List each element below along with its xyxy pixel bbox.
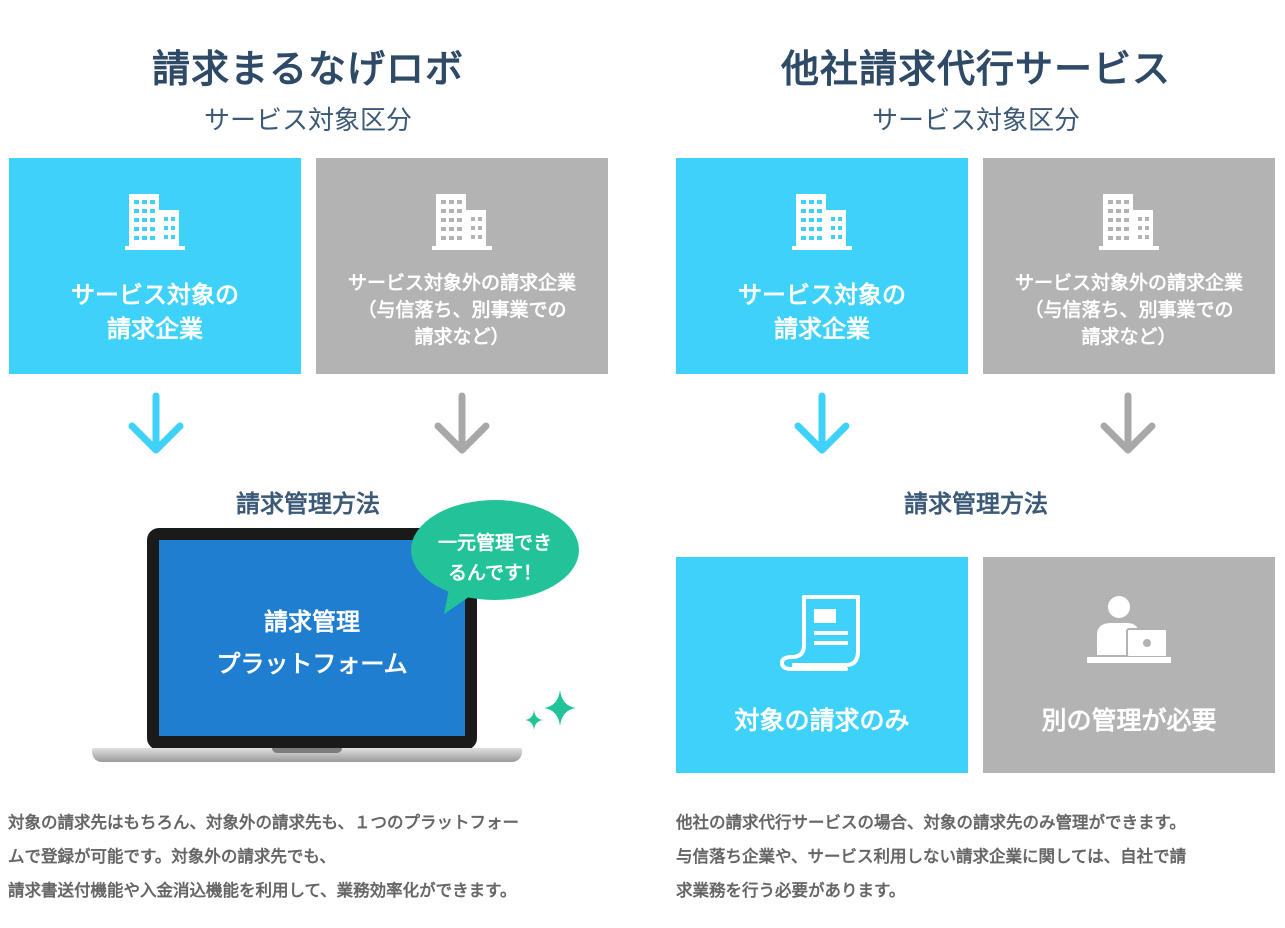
method-title: 請求管理方法 xyxy=(236,490,380,518)
speech-bubble-shape xyxy=(411,500,579,614)
separate-management-label: 別の管理が必要 xyxy=(1041,706,1217,735)
building-icon xyxy=(792,194,852,250)
arrow-down-icon xyxy=(1100,392,1156,454)
target-company-box: サービス対象の 請求企業 xyxy=(9,158,301,374)
laptop-base xyxy=(92,748,522,762)
building-icon xyxy=(1099,194,1159,250)
bubble-text: 一元管理でき xyxy=(437,532,552,554)
arrow-down-icon xyxy=(794,392,850,454)
platform-display: 請求管理 プラットフォーム xyxy=(159,540,465,736)
nontarget-company-label: サービス対象外の請求企業 （与信落ち、別事業での 請求など） xyxy=(347,272,576,348)
other-service-column: 他社請求代行サービス サービス対象区分 サービス対象の 請求企業 xyxy=(676,0,1276,928)
target-only-label: 対象の請求のみ xyxy=(734,706,910,735)
laptop-notch xyxy=(272,748,342,753)
robo-description: 対象の請求先はもちろん、対象外の請求先も、１つのプラットフォー ムで登録が可能で… xyxy=(8,813,520,900)
speech-bubble: 一元管理でき るんです！ xyxy=(410,498,580,616)
nontarget-company-box: サービス対象外の請求企業 （与信落ち、別事業での 請求など） xyxy=(316,158,608,374)
platform-text: プラットフォーム xyxy=(216,650,408,678)
platform-text: 請求管理 xyxy=(264,608,360,636)
target-company-label: サービス対象の 請求企業 xyxy=(738,281,906,343)
separate-management-box: 別の管理が必要 xyxy=(983,557,1275,773)
other-service-description: 他社の請求代行サービスの場合、対象の請求先のみ管理ができます。 与信落ち企業や、… xyxy=(676,813,1187,900)
arrow-down-icon xyxy=(434,392,490,454)
robo-subtitle: サービス対象区分 xyxy=(203,106,412,136)
bubble-text: るんです！ xyxy=(447,562,543,584)
target-company-box: サービス対象の 請求企業 xyxy=(676,158,968,374)
arrow-down-icon xyxy=(128,392,184,454)
laptop-illustration: 請求管理 プラットフォーム 一元管理でき るんです！ xyxy=(92,500,579,768)
other-service-title: 他社請求代行サービス xyxy=(780,47,1171,91)
robo-title: 請求まるなげロボ xyxy=(151,47,464,91)
robo-column: 請求まるなげロボ サービス対象区分 サービス対象の 請求企業 xyxy=(8,0,608,928)
building-icon xyxy=(432,194,492,250)
building-icon xyxy=(125,194,185,250)
target-only-box: 対象の請求のみ xyxy=(676,557,968,773)
sparkle-icon xyxy=(525,690,576,730)
nontarget-company-box: サービス対象外の請求企業 （与信落ち、別事業での 請求など） xyxy=(983,158,1275,374)
document-scroll-icon xyxy=(779,595,860,671)
other-service-subtitle: サービス対象区分 xyxy=(871,106,1080,136)
target-company-label: サービス対象の 請求企業 xyxy=(71,281,239,343)
person-laptop-icon xyxy=(1087,596,1171,663)
nontarget-company-label: サービス対象外の請求企業 （与信落ち、別事業での 請求など） xyxy=(1014,272,1243,348)
method-title: 請求管理方法 xyxy=(904,490,1048,518)
